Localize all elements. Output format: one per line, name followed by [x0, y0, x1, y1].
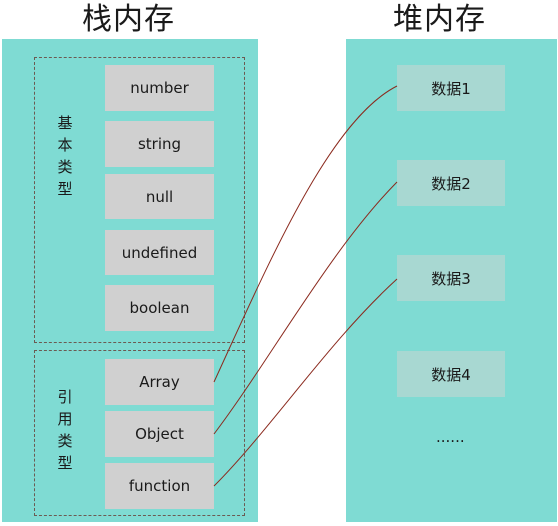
reference-group-label: 引 用 类 型 — [55, 387, 75, 473]
primitive-group-label: 基 本 类 型 — [55, 113, 75, 199]
reference-label-char: 引 — [57, 388, 73, 406]
heap-item-1: 数据1 — [397, 65, 505, 111]
type-box-function: function — [105, 463, 214, 509]
heap-item-4: 数据4 — [397, 351, 505, 397]
type-box-null: null — [105, 174, 214, 219]
heap-item-3: 数据3 — [397, 255, 505, 301]
reference-label-char: 用 — [57, 410, 73, 428]
reference-label-char: 型 — [57, 454, 73, 472]
primitive-label-char: 类 — [57, 158, 73, 176]
heap-item-2: 数据2 — [397, 160, 505, 206]
type-box-undefined: undefined — [105, 230, 214, 275]
primitive-label-char: 基 — [57, 114, 73, 132]
type-box-object: Object — [105, 411, 214, 457]
stack-title: 栈内存 — [82, 2, 175, 37]
primitive-label-char: 型 — [57, 180, 73, 198]
type-box-boolean: boolean — [105, 285, 214, 331]
type-box-array: Array — [105, 359, 214, 405]
reference-label-char: 类 — [57, 432, 73, 450]
heap-ellipsis: ...... — [436, 428, 465, 446]
type-box-string: string — [105, 121, 214, 167]
heap-title: 堆内存 — [393, 2, 486, 37]
type-box-number: number — [105, 65, 214, 111]
primitive-label-char: 本 — [57, 136, 73, 154]
